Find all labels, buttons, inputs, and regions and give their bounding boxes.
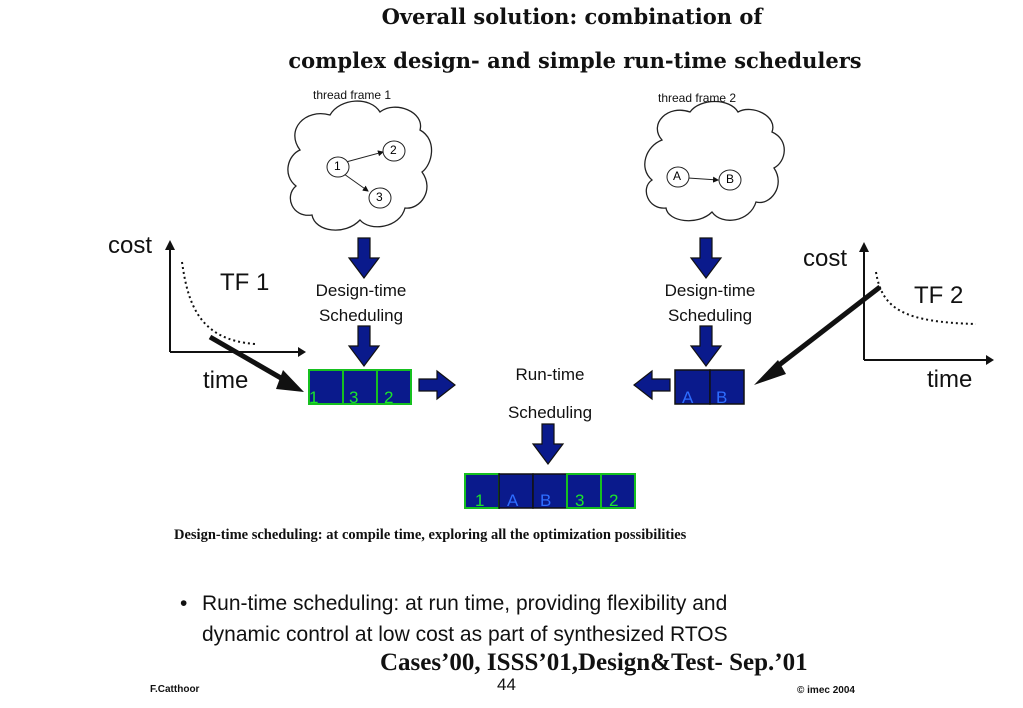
node-A xyxy=(666,166,690,188)
left-schedule-bar xyxy=(308,369,412,405)
left-cell-3: 2 xyxy=(384,388,394,407)
thread-frame-2-label: thread frame 2 xyxy=(658,91,737,105)
node-1 xyxy=(326,156,350,178)
merged-cell-B: B xyxy=(540,491,552,510)
design-time-label-right: Design-time Scheduling xyxy=(648,278,772,328)
merged-cell-2: 2 xyxy=(609,491,619,510)
thread-frame-2-cloud xyxy=(644,100,785,222)
bullet-point: • Run-time scheduling: at run time, prov… xyxy=(180,588,900,650)
node-A-label: A xyxy=(673,169,682,183)
run-time-line1: Run-time xyxy=(515,365,585,384)
left-cell-1: 1 xyxy=(309,388,319,407)
down-arrow-icon xyxy=(347,237,381,279)
bullet-line2: dynamic control at low cost as part of s… xyxy=(202,623,728,646)
tf1-graph xyxy=(165,240,306,392)
node-2-label: 2 xyxy=(390,143,397,157)
slide-title-line2: complex design- and simple run-time sche… xyxy=(288,48,862,73)
design-time-line2: Scheduling xyxy=(667,306,753,325)
right-cell-A: A xyxy=(682,388,694,407)
down-arrow-icon xyxy=(347,325,381,367)
design-time-line1: Design-time xyxy=(664,281,756,300)
page-number: 44 xyxy=(497,675,516,694)
run-time-label: Run-time Scheduling xyxy=(490,356,610,432)
right-cell-B: B xyxy=(716,388,728,407)
thread-frame-1-cloud xyxy=(287,100,433,231)
tf1-time-label: time xyxy=(203,367,249,394)
node-1-label: 1 xyxy=(334,159,341,173)
design-time-line2: Scheduling xyxy=(318,306,404,325)
footer-author: F.Catthoor xyxy=(150,684,200,695)
merged-schedule-bar xyxy=(464,473,636,509)
reference-citation: Cases’00, ISSS’01,Design&Test- Sep.’01 xyxy=(380,649,808,676)
merged-cell-3: 3 xyxy=(575,491,585,510)
tf2-cost-label: cost xyxy=(803,245,848,272)
node-2 xyxy=(382,140,406,162)
left-cell-2: 3 xyxy=(349,388,359,407)
down-arrow-icon xyxy=(689,325,723,367)
node-3 xyxy=(368,187,392,209)
down-arrow-icon xyxy=(531,423,565,465)
right-arrow-icon xyxy=(418,369,456,401)
tf2-time-label: time xyxy=(927,366,973,393)
merged-cell-A: A xyxy=(507,491,519,510)
tf1-cost-label: cost xyxy=(108,232,153,259)
footer-copyright: © imec 2004 xyxy=(797,685,855,696)
bullet-line1: Run-time scheduling: at run time, provid… xyxy=(202,592,728,615)
node-3-label: 3 xyxy=(376,190,383,204)
design-time-caption: Design-time scheduling: at compile time,… xyxy=(174,527,687,543)
tf1-name: TF 1 xyxy=(220,269,270,296)
bullet-marker: • xyxy=(180,592,188,615)
slide-title-line1: Overall solution: combination of xyxy=(381,4,763,29)
right-schedule-bar xyxy=(674,369,745,405)
tf2-name: TF 2 xyxy=(914,282,964,309)
design-time-label-left: Design-time Scheduling xyxy=(299,278,423,328)
left-arrow-icon xyxy=(633,369,671,401)
node-B-label: B xyxy=(726,172,735,186)
node-B xyxy=(718,169,742,191)
thread-frame-1-label: thread frame 1 xyxy=(313,88,392,102)
design-time-line1: Design-time xyxy=(315,281,407,300)
run-time-line2: Scheduling xyxy=(507,403,593,422)
merged-cell-1: 1 xyxy=(475,491,485,510)
tf2-graph xyxy=(754,242,994,385)
down-arrow-icon xyxy=(689,237,723,279)
